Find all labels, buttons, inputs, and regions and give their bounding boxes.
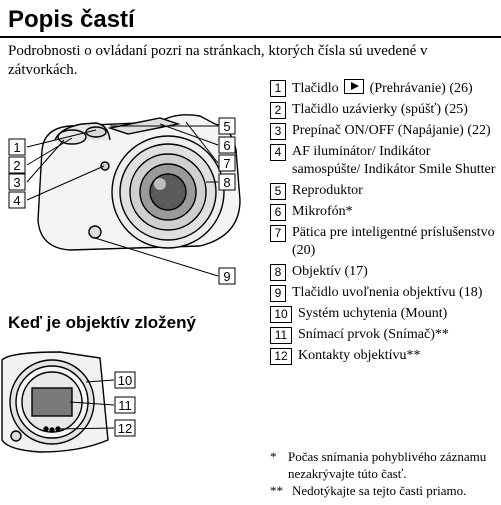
callouts-front: 1 2 3 4 5 6 7 8 9 — [8, 117, 236, 285]
item-text: Kontakty objektívu** — [298, 348, 421, 363]
camera-front-illustration — [37, 114, 241, 251]
item-number: 3 — [270, 123, 286, 140]
item-text: Snímací prvok (Snímač)** — [298, 327, 449, 342]
item-text: Tlačidlo uvoľnenia objektívu (18) — [292, 285, 483, 300]
footnote-mark: * — [270, 449, 277, 464]
callout-12: 12 — [118, 421, 132, 436]
list-item: 1 Tlačidlo (Prehrávanie) (26) — [270, 79, 500, 98]
item-number: 10 — [270, 306, 292, 323]
title-rule — [0, 36, 501, 38]
footnote: ** Nedotýkajte sa tejto časti priamo. — [270, 482, 500, 499]
footnote-text: Počas snímania pohyblivého záznamu nezak… — [288, 449, 487, 481]
item-number: 5 — [270, 183, 286, 200]
callouts-mount: 10 11 12 — [114, 371, 136, 437]
list-item: 12 Kontakty objektívu** — [270, 347, 500, 365]
callout-3: 3 — [13, 175, 20, 190]
list-item: 10 Systém uchytenia (Mount) — [270, 305, 500, 323]
item-text: Objektív (17) — [292, 264, 368, 279]
item-text: Mikrofón* — [292, 204, 353, 219]
list-item: 6 Mikrofón* — [270, 203, 500, 221]
item-number: 8 — [270, 264, 286, 281]
list-item: 9 Tlačidlo uvoľnenia objektívu (18) — [270, 284, 500, 302]
footnote-mark: ** — [270, 483, 283, 498]
item-number: 7 — [270, 225, 286, 242]
callout-9: 9 — [223, 269, 230, 284]
item-number: 6 — [270, 204, 286, 221]
callout-6: 6 — [223, 138, 230, 153]
callout-10: 10 — [118, 373, 132, 388]
leader-lines-mount — [57, 379, 115, 430]
list-item: 11 Snímací prvok (Snímač)** — [270, 326, 500, 344]
item-text: Prepínač ON/OFF (Napájanie) (22) — [292, 123, 491, 138]
footnote: * Počas snímania pohyblivého záznamu neza… — [270, 448, 500, 482]
callout-4: 4 — [13, 193, 20, 208]
list-item: 2 Tlačidlo uzávierky (spúšť) (25) — [270, 101, 500, 119]
item-number: 9 — [270, 285, 286, 302]
list-item: 5 Reproduktor — [270, 182, 500, 200]
callout-2: 2 — [13, 158, 20, 173]
section-heading: Keď je objektív zložený — [8, 313, 196, 332]
play-icon — [344, 79, 365, 94]
callout-8: 8 — [223, 175, 230, 190]
item-text: Tlačidlo uzávierky (spúšť) (25) — [292, 102, 468, 117]
intro-text: Podrobnosti o ovládaní pozri na stránkac… — [8, 43, 428, 78]
leader-lines-front — [26, 121, 219, 277]
callout-1: 1 — [13, 140, 20, 155]
item-number: 4 — [270, 144, 286, 161]
list-item: 3 Prepínač ON/OFF (Napájanie) (22) — [270, 122, 500, 140]
callout-7: 7 — [223, 156, 230, 171]
item-number: 12 — [270, 348, 292, 365]
footnote-text: Nedotýkajte sa tejto časti priamo. — [292, 483, 467, 498]
item-text: Systém uchytenia (Mount) — [298, 306, 448, 321]
item-text: Tlačidlo — [292, 81, 339, 96]
footnotes: * Počas snímania pohyblivého záznamu neza… — [270, 448, 500, 499]
callout-5: 5 — [223, 119, 230, 134]
item-number: 11 — [270, 327, 292, 344]
item-text: Pätica pre inteligentné príslušenstvo (2… — [292, 225, 495, 258]
item-number: 2 — [270, 102, 286, 119]
list-item: 8 Objektív (17) — [270, 263, 500, 281]
item-text: (Prehrávanie) (26) — [369, 81, 473, 96]
list-item: 7 Pätica pre inteligentné príslušenstvo (… — [270, 224, 500, 260]
item-text: Reproduktor — [292, 183, 363, 198]
item-number: 1 — [270, 80, 286, 97]
list-item: 4 AF iluminátor/ Indikátor samospúšte/ In… — [270, 143, 500, 179]
page-title: Popis častí — [8, 6, 135, 33]
camera-mount-illustration — [1, 351, 109, 453]
item-text: AF iluminátor/ Indikátor samospúšte/ Ind… — [292, 144, 496, 177]
callout-11: 11 — [118, 398, 132, 413]
